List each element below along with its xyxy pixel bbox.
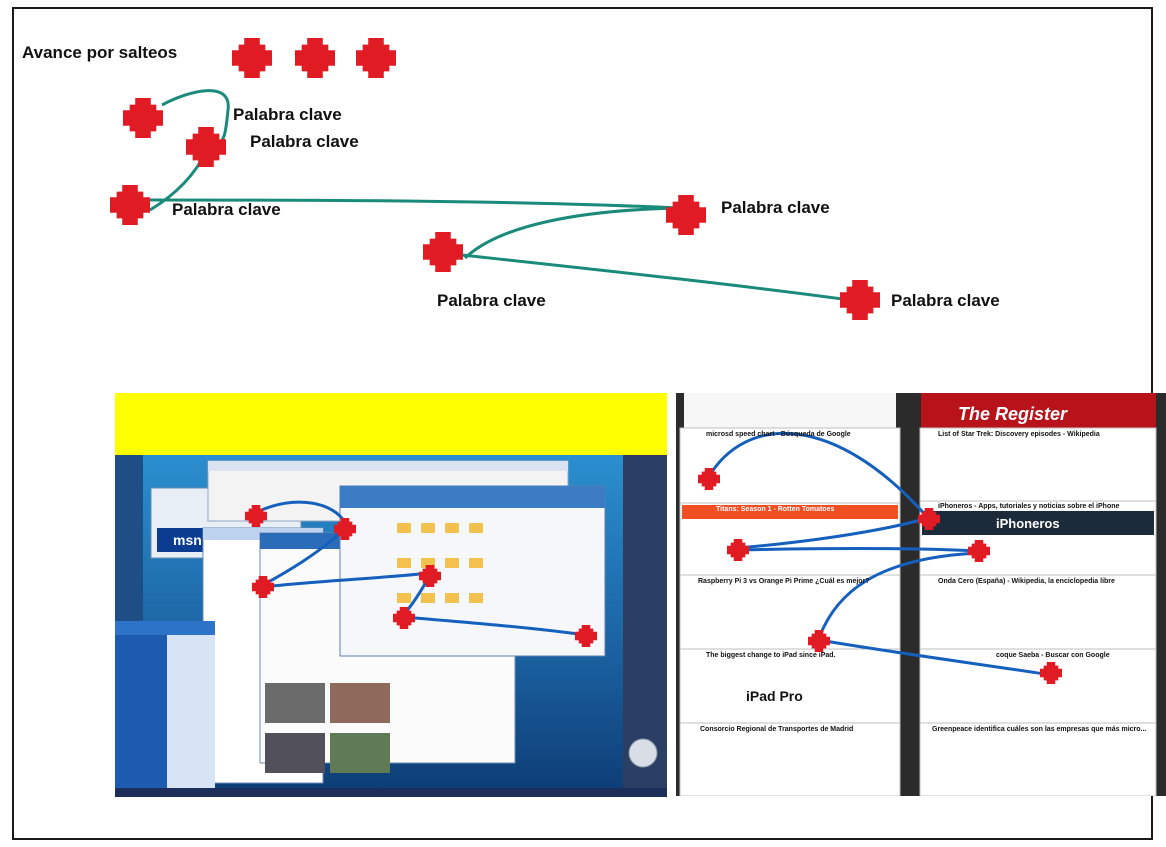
desktop-windows: msn xyxy=(115,455,667,797)
connector-lines xyxy=(149,89,851,302)
marker-icon xyxy=(423,232,463,272)
tab-title: Consorcio Regional de Transportes de Mad… xyxy=(700,726,854,733)
marker-icon xyxy=(840,280,880,320)
keyword-label: Palabra clave xyxy=(721,198,830,217)
tab-title: List of Star Trek: Discovery episodes - … xyxy=(938,431,1100,438)
tab-title: iPhoneros - Apps, tutoriales y noticias … xyxy=(938,503,1120,510)
tab-title: microsd speed chart - Búsqueda de Google xyxy=(706,431,851,438)
tab-title: Greenpeace identifica cuáles son las emp… xyxy=(932,726,1147,733)
tab-title: Onda Cero (España) - Wikipedia, la encic… xyxy=(938,578,1115,585)
tab-title: Titans: Season 1 - Rotten Tomatoes xyxy=(716,506,835,513)
tab-title: Raspberry Pi 3 vs Orange Pi Prime ¿Cuál … xyxy=(698,578,870,585)
marker-icon xyxy=(666,195,706,235)
top-markers-row xyxy=(232,38,396,78)
diagram-title: Avance por salteos xyxy=(22,43,177,62)
mobile-tabs-screenshot: The Register iPhoneros iPad Pro xyxy=(676,393,1166,796)
ipad-pro-title: iPad Pro xyxy=(746,688,803,704)
tab-title: coque Saeba - Buscar con Google xyxy=(996,652,1110,659)
svg-text:msn: msn xyxy=(173,532,202,548)
iphoneros-logo: iPhoneros xyxy=(996,516,1060,531)
marker-icon xyxy=(186,127,226,167)
marker-icon xyxy=(356,38,396,78)
keyword-label: Palabra clave xyxy=(891,291,1000,310)
tab-cards: The Register iPhoneros iPad Pro xyxy=(676,393,1166,796)
marker-icon xyxy=(123,98,163,138)
desktop-screenshot: msn xyxy=(115,393,667,797)
marker-icon xyxy=(232,38,272,78)
marker-icon xyxy=(110,185,150,225)
keyword-label: Palabra clave xyxy=(233,105,342,124)
keyword-label: Palabra clave xyxy=(437,291,546,310)
marker-icon xyxy=(295,38,335,78)
tab-title: The biggest change to iPad since iPad. xyxy=(706,652,836,659)
register-logo: The Register xyxy=(958,404,1068,424)
keyword-label: Palabra clave xyxy=(250,132,359,151)
keyword-label: Palabra clave xyxy=(172,200,281,219)
